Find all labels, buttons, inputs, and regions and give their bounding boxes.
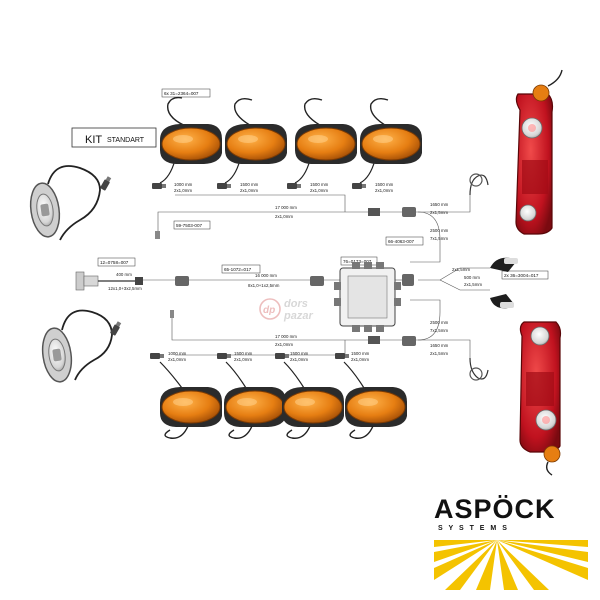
amber-marker-4 (352, 97, 423, 189)
tail-bottom-a-section: 7x1,5mm (430, 328, 448, 333)
tag-amber-kit: 6x 31=2364=007 (164, 91, 199, 96)
tail-top-a-section: 2x1,5mm (430, 210, 448, 215)
amber-marker-2 (217, 97, 288, 189)
clear-marker-top (26, 165, 113, 241)
standart-label: STANDART (107, 137, 145, 144)
main-length: 16 000 mm (255, 273, 277, 278)
left-short-cable: 400 mm 12x1,0+3x2,5mm (75, 271, 143, 291)
logo-rays (434, 540, 588, 590)
logo-sub: S Y S T E M S (438, 525, 509, 532)
main-cable: 16 000 mm 8x1,0+1x2,5mm (175, 273, 324, 288)
bot-m3-section: 2x1,0mm (290, 357, 308, 362)
top-long-cable: 17 000 mm 2x1,0mm (155, 205, 416, 239)
amber-marker-1 (152, 96, 223, 189)
logo-brand: ASPÖCK (434, 494, 556, 524)
left-short-length: 400 mm (116, 272, 132, 277)
bot-m4-section: 2x1,0mm (351, 357, 369, 362)
top-m4-length: 1500 mm (375, 182, 394, 187)
tail-top-a-length: 1650 mm (430, 202, 449, 207)
licence-a-length: 2x1,5mm (452, 267, 470, 272)
bot-m3-length: 1500 mm (290, 351, 309, 356)
top-amber-markers (152, 96, 423, 189)
licence-lamps: 2x1,5mm 500 mm 2x1,5mm (452, 257, 518, 309)
top-m1-section: 2x1,0mm (174, 188, 192, 193)
bottom-marker-labels: 1000 mm 2x1,0mm 1500 mm 2x1,0mm 1500 mm … (150, 351, 370, 362)
top-marker-labels: 1000 mm 2x1,0mm 1500 mm 2x1,0mm 1500 mm … (174, 182, 394, 193)
licence-b-section: 2x1,5mm (464, 282, 482, 287)
licence-lamp-2 (490, 294, 514, 309)
top-m4-section: 2x1,0mm (375, 188, 393, 193)
left-short-section: 12x1,0+3x2,5mm (108, 286, 142, 291)
tail-cables: 1650 mm 2x1,5mm 2500 mm 7x1,5mm 2500 mm … (368, 173, 489, 381)
junction-box (334, 262, 401, 332)
licence-b-length: 500 mm (464, 275, 480, 280)
clear-marker-bottom (38, 309, 123, 385)
tag-junction-box: 76=0173=007 (343, 259, 372, 264)
watermark-badge: dp (263, 305, 275, 316)
bot-m1-section: 2x1,0mm (168, 357, 186, 362)
main-section: 8x1,0+1x2,5mm (248, 283, 280, 288)
top-m2-section: 2x1,0mm (240, 188, 258, 193)
amber-marker-7 (281, 361, 345, 439)
bot-m2-section: 2x1,0mm (234, 357, 252, 362)
tail-top-b-section: 7x1,5mm (430, 236, 448, 241)
aspock-logo: ASPÖCK S Y S T E M S (434, 494, 588, 590)
amber-marker-5 (159, 361, 223, 439)
amber-marker-8 (343, 361, 408, 439)
tag-tail-cable: 66-4063-007 (388, 239, 414, 244)
top-long-section: 2x1,0mm (275, 214, 293, 219)
bot-m2-length: 1500 mm (234, 351, 253, 356)
bottom-amber-markers (159, 361, 408, 439)
bottom-long-length: 17 000 mm (275, 334, 297, 339)
bottom-long-cable: 17 000 mm 2x1,0mm (170, 310, 297, 347)
bot-m1-length: 1000 mm (168, 351, 187, 356)
licence-lamp-1 (490, 257, 518, 272)
tail-bottom-b-length: 1650 mm (430, 343, 449, 348)
tail-lamp-bottom (519, 321, 562, 476)
top-m2-length: 1500 mm (240, 182, 259, 187)
amber-marker-6 (223, 361, 287, 439)
tail-top-b-length: 2500 mm (430, 228, 449, 233)
tail-bottom-b-section: 2x1,5mm (430, 351, 448, 356)
tail-bottom-a-length: 2500 mm (430, 320, 449, 325)
bot-m4-length: 1500 mm (351, 351, 370, 356)
top-m3-length: 1500 mm (310, 182, 329, 187)
bottom-long-section: 2x1,0mm (275, 342, 293, 347)
top-long-length: 17 000 mm (275, 205, 297, 210)
tail-lamp-top (515, 69, 563, 235)
tag-cable-right: 59-7503-007 (176, 223, 202, 228)
tag-main-cable: 65-1072=017 (224, 267, 252, 272)
top-m3-section: 2x1,0mm (310, 188, 328, 193)
watermark-name-a: dors (284, 298, 308, 310)
watermark-name-b: pazar (283, 310, 313, 322)
tag-cable-left: 12=0758=007 (100, 260, 129, 265)
kit-title: KIT STANDART (71, 127, 157, 148)
kit-label: KIT (85, 134, 102, 146)
top-m1-length: 1000 mm (174, 182, 193, 187)
amber-marker-3 (287, 97, 358, 189)
tag-licence-lamp: 2x 36=3004=017 (504, 273, 539, 278)
watermark: dp dors pazar (259, 298, 313, 322)
